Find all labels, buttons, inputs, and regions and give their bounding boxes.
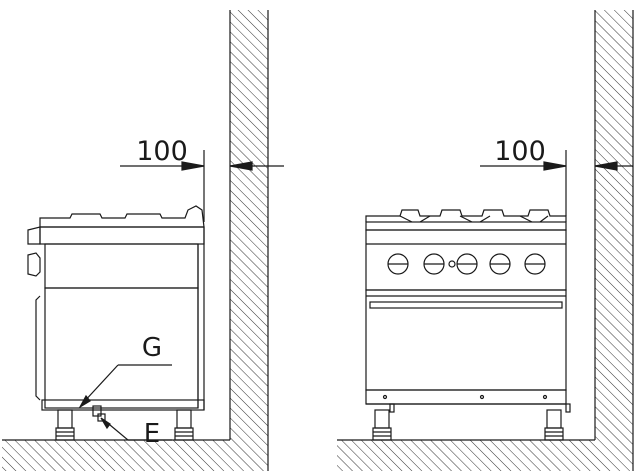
left-floor	[2, 439, 268, 471]
left-clearance-dimension	[120, 150, 284, 222]
gas-fitting	[92, 405, 102, 417]
right-clearance-label: 100	[494, 136, 546, 167]
gas-connection-leader	[78, 364, 172, 409]
electrical-connection-leader	[100, 417, 172, 441]
left-view	[2, 10, 284, 471]
control-knobs	[387, 253, 546, 275]
left-appliance-side	[27, 205, 205, 441]
right-wall	[594, 10, 634, 471]
right-view	[337, 10, 634, 471]
left-wall	[229, 10, 269, 471]
electrical-connection-label: E	[144, 419, 160, 449]
gas-connection-label: G	[142, 333, 162, 363]
left-clearance-label: 100	[136, 136, 188, 167]
right-clearance-dimension	[480, 150, 633, 216]
right-appliance-front	[365, 209, 571, 441]
right-floor	[337, 439, 633, 471]
electrical-fitting	[97, 413, 106, 422]
